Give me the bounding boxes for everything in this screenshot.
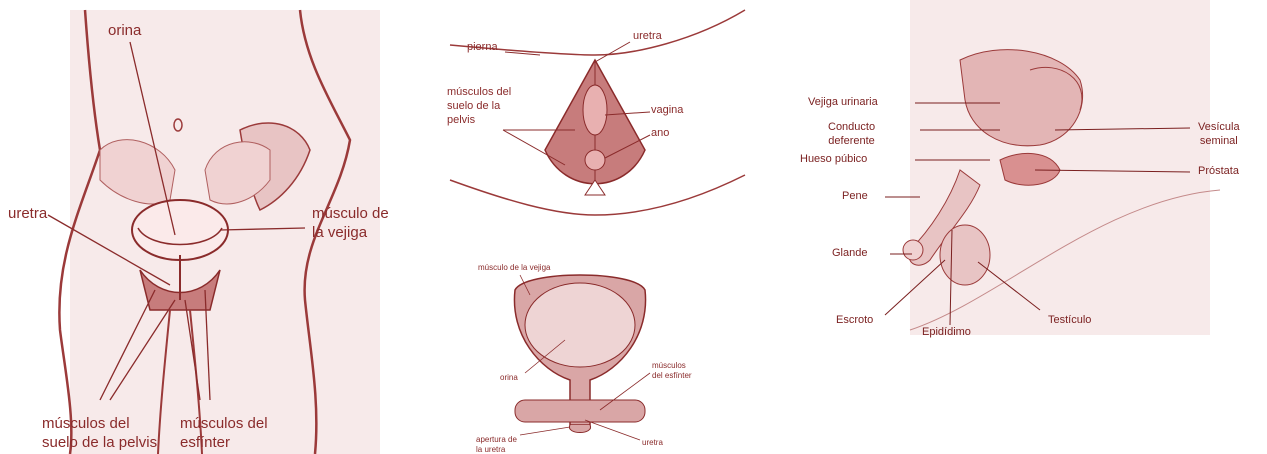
label-testiculo: Testículo <box>1048 314 1091 328</box>
label-apertura-uretra: apertura de la uretra <box>476 435 517 454</box>
label-orina: orina <box>108 22 141 41</box>
label-hueso-pubico: Hueso púbico <box>800 153 867 167</box>
female-pelvis-diagram: orina uretra músculo de la vejiga múscul… <box>0 0 390 454</box>
label-ano: ano <box>651 127 669 141</box>
label-musculos-suelo-pelvis: músculos del suelo de la pelvis <box>42 415 157 453</box>
label-glande: Glande <box>832 247 867 261</box>
label-musculo-vejiga: músculo de la vejiga <box>478 263 550 273</box>
label-musculos-suelo-pelvis: músculos del suelo de la pelvis <box>447 86 511 127</box>
label-prostata: Próstata <box>1198 165 1239 179</box>
label-uretra: uretra <box>642 438 663 448</box>
male-anatomy-illustration <box>800 0 1267 340</box>
label-orina: orina <box>500 373 518 383</box>
bladder-diagram: músculo de la vejiga orina músculos del … <box>470 255 700 454</box>
label-epididimo: Epidídimo <box>922 326 971 340</box>
label-pierna: pierna <box>467 41 498 55</box>
label-pene: Pene <box>842 190 868 204</box>
label-musculo-vejiga: músculo de la vejiga <box>312 205 389 243</box>
pelvic-floor-diagram: pierna uretra músculos del suelo de la p… <box>445 0 750 240</box>
label-uretra: uretra <box>633 30 662 44</box>
label-vagina: vagina <box>651 104 683 118</box>
label-musculos-esfinter: músculos del esfínter <box>180 415 268 453</box>
label-musculos-esfinter: músculos del esfínter <box>652 361 692 380</box>
male-anatomy-diagram: Vejiga urinaria Conducto deferente Hueso… <box>800 0 1267 340</box>
label-escroto: Escroto <box>836 314 873 328</box>
label-conducto-deferente: Conducto deferente <box>828 121 875 149</box>
label-vesicula-seminal: Vesícula seminal <box>1198 121 1240 149</box>
label-vejiga-urinaria: Vejiga urinaria <box>808 96 878 110</box>
bladder-illustration <box>470 255 700 454</box>
label-uretra: uretra <box>8 205 47 224</box>
